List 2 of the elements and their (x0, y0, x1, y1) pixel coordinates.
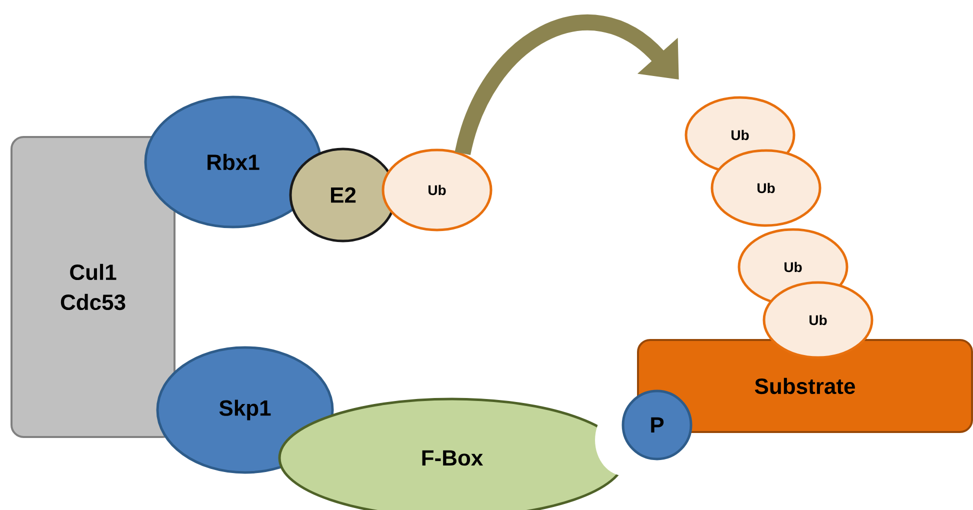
cullin-box: Cul1 Cdc53 (10, 136, 176, 438)
curved-arrow (454, 14, 679, 156)
